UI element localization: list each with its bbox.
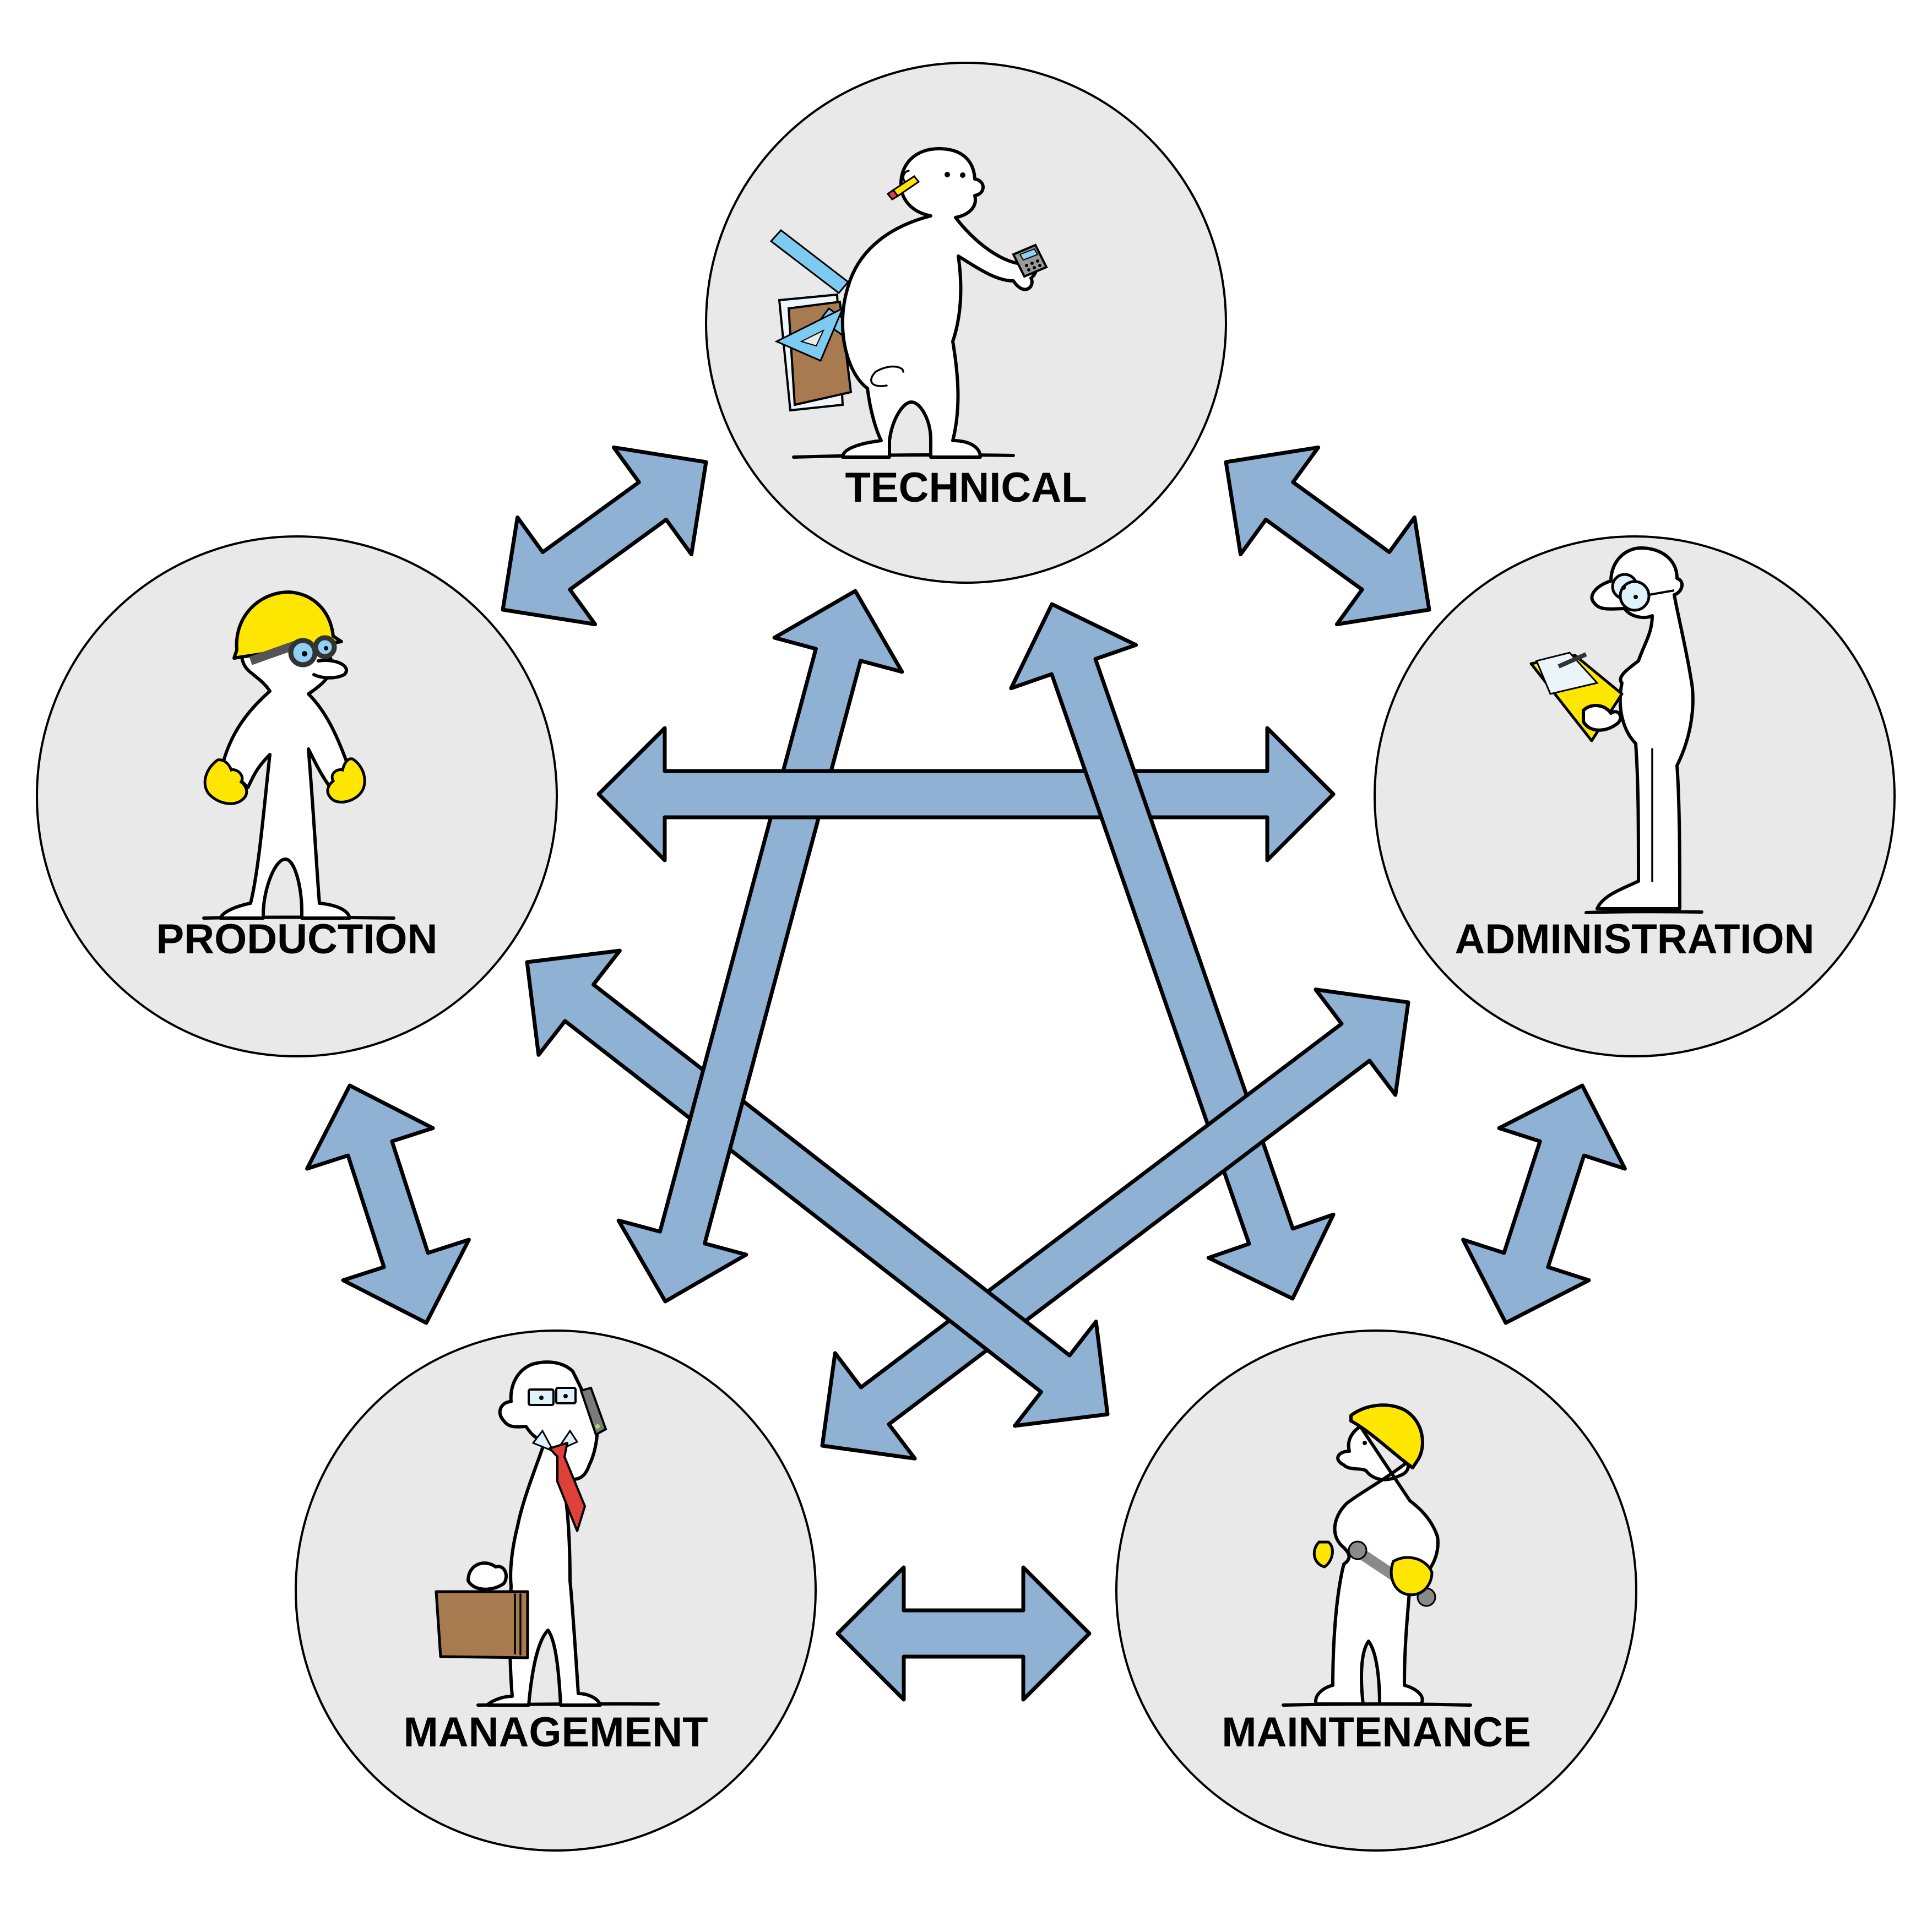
calculator-icon xyxy=(1012,243,1048,278)
node-production: PRODUCTION xyxy=(36,535,558,1057)
node-label: PRODUCTION xyxy=(156,916,438,963)
node-label: MANAGEMENT xyxy=(403,1709,708,1756)
phone-icon xyxy=(579,1386,607,1436)
node-technical: TECHNICAL xyxy=(705,62,1227,584)
node-administration: ADMINISTRATION xyxy=(1374,535,1896,1057)
arrow-technical-management-overlap xyxy=(653,1046,780,1173)
glasses-icon xyxy=(528,1387,577,1406)
node-management: MANAGEMENT xyxy=(295,1329,817,1852)
arrow-weave-overlay xyxy=(653,1046,780,1173)
arrow-technical-administration xyxy=(1224,445,1431,627)
goggles-icon xyxy=(249,635,337,667)
management-figure xyxy=(435,1360,660,1707)
node-label: TECHNICAL xyxy=(845,464,1087,511)
gloves-icon xyxy=(1312,1540,1434,1597)
node-label: MAINTENANCE xyxy=(1222,1709,1531,1756)
glasses-icon xyxy=(1611,573,1675,612)
tie-icon xyxy=(549,1442,586,1532)
node-label: ADMINISTRATION xyxy=(1455,916,1815,963)
arrow-production-administration xyxy=(596,726,1336,862)
gloves-icon xyxy=(203,757,366,805)
set-square-icon xyxy=(774,306,844,362)
maintenance-figure xyxy=(1282,1403,1472,1707)
technical-figure xyxy=(769,147,1048,459)
arrow-administration-maintenance xyxy=(1461,1083,1627,1325)
arrow-technical-production xyxy=(501,445,708,627)
administration-figure xyxy=(1529,546,1703,914)
hard-hat-icon xyxy=(1349,1403,1424,1469)
briefcase-icon xyxy=(435,1577,529,1659)
arrow-production-maintenance xyxy=(525,948,1110,1428)
node-circle xyxy=(1374,535,1896,1057)
arrow-administration-management xyxy=(820,987,1410,1461)
pencil-icon xyxy=(886,175,920,200)
arrow-management-maintenance xyxy=(835,1565,1092,1702)
connection-arrows xyxy=(305,445,1627,1702)
node-circle xyxy=(705,62,1227,584)
arrow-production-management xyxy=(305,1083,471,1325)
node-maintenance: MAINTENANCE xyxy=(1115,1329,1637,1852)
pen-icon xyxy=(1557,652,1587,669)
production-figure xyxy=(202,590,395,920)
